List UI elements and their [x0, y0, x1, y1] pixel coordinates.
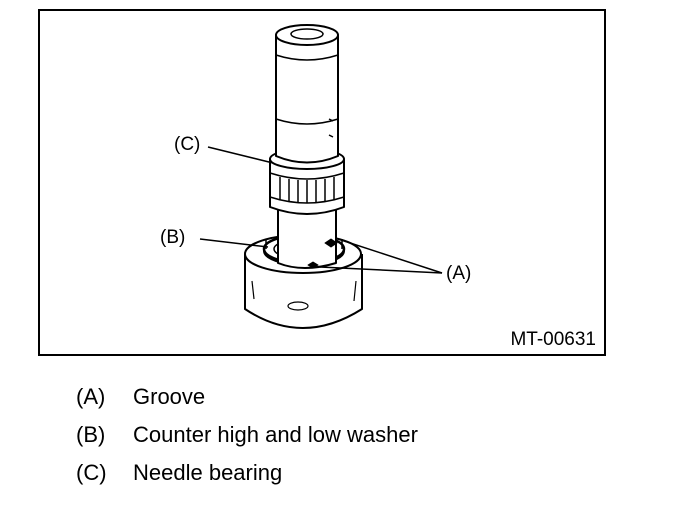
leader-line-b [199, 238, 269, 248]
legend-text: Needle bearing [133, 460, 283, 485]
leader-lines [199, 146, 443, 274]
callout-b: (B) [160, 227, 186, 248]
legend-text: Counter high and low washer [133, 422, 418, 447]
leader-line-c [207, 146, 274, 164]
figure-code: MT-00631 [510, 329, 596, 350]
legend-key: (B) [76, 422, 106, 447]
legend-text: Groove [133, 384, 206, 409]
shaft-lower [277, 201, 338, 269]
callout-c: (C) [174, 134, 201, 155]
legend-key: (A) [76, 384, 106, 409]
legend-key: (C) [76, 460, 107, 485]
shaft-upper [275, 24, 339, 164]
leader-line-a-upper [337, 238, 443, 274]
figure-frame: (C) (B) (A) MT-00631 [38, 9, 606, 356]
leader-line-a-lower [319, 266, 443, 274]
shaft-assembly-drawing [199, 24, 443, 329]
callout-a: (A) [446, 263, 472, 284]
